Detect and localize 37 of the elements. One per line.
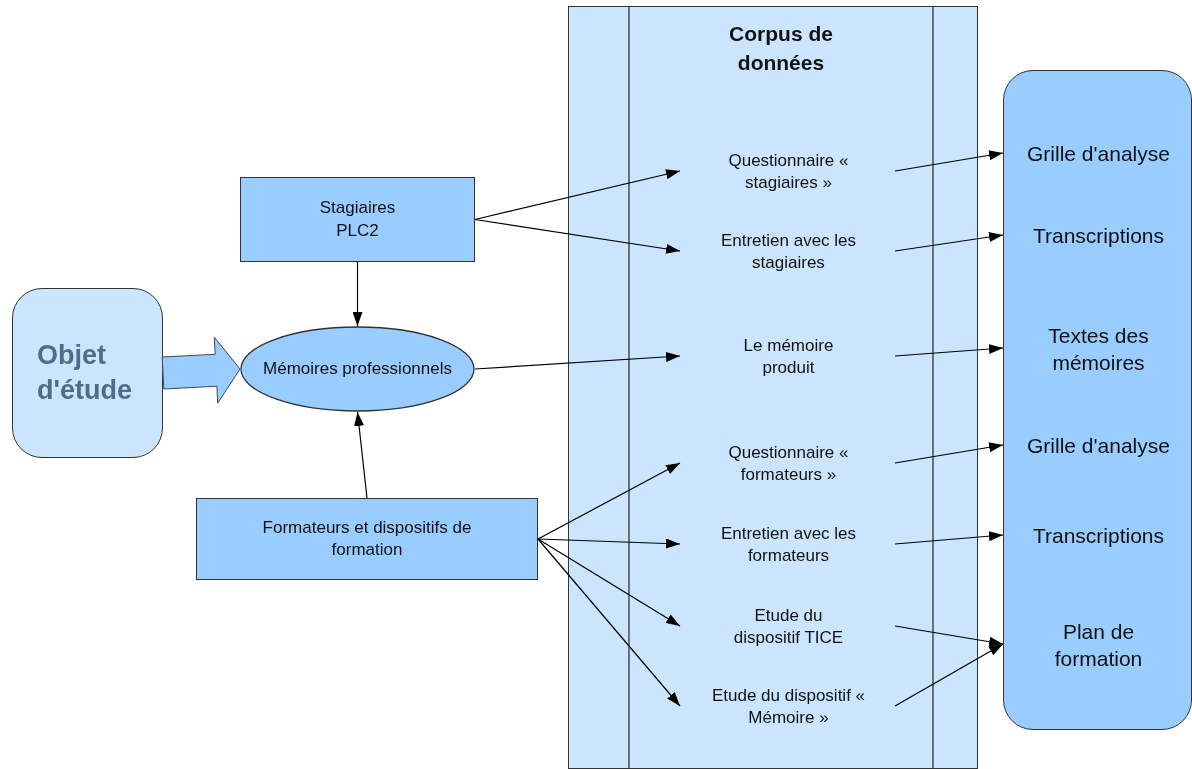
- arrow: [474, 218, 681, 254]
- output-label: Transcriptions: [1004, 211, 1192, 261]
- arrow: [352, 261, 363, 327]
- process-box: Formateurs et dispositifs de formation: [196, 498, 538, 580]
- process-box: Stagiaires PLC2: [240, 177, 475, 262]
- data-source-label: Entretien avec les formateurs: [681, 514, 896, 576]
- arrow: [894, 625, 1004, 647]
- block-arrow: [161, 336, 241, 404]
- data-source-label: Le mémoire produit: [681, 326, 896, 388]
- rounded-panel: [1003, 70, 1192, 730]
- output-label: Plan de formation: [1004, 609, 1192, 681]
- output-label: Grille d'analyse: [1004, 129, 1192, 179]
- arrow: [537, 538, 681, 627]
- data-source-label: Questionnaire « stagiaires »: [681, 141, 896, 203]
- arrow: [537, 538, 681, 549]
- output-label: Grille d'analyse: [1004, 421, 1192, 471]
- data-source-label: Entretien avec les stagiaires: [681, 221, 896, 283]
- data-source-label: Etude du dispositif « Mémoire »: [681, 676, 896, 738]
- arrow: [894, 531, 1004, 545]
- arrow: [537, 462, 681, 540]
- data-source-label: Etude du dispositif TICE: [681, 596, 896, 658]
- arrow: [894, 344, 1004, 357]
- data-source-label: Questionnaire « formateurs »: [681, 433, 896, 495]
- arrow: [537, 538, 681, 707]
- output-label: Transcriptions: [1004, 511, 1192, 561]
- arrow: [474, 351, 681, 370]
- arrow: [354, 411, 368, 499]
- output-label: Textes des mémoires: [1004, 313, 1192, 385]
- process-ellipse: Mémoires professionnels: [240, 326, 475, 412]
- arrow: [894, 643, 1004, 707]
- column-band: [568, 6, 978, 769]
- arrow: [894, 232, 1004, 252]
- column-title: Corpus de données: [728, 21, 834, 77]
- arrow: [474, 169, 681, 221]
- rounded-box: Objet d'étude: [12, 288, 163, 458]
- arrow: [894, 150, 1004, 172]
- arrow: [894, 442, 1004, 464]
